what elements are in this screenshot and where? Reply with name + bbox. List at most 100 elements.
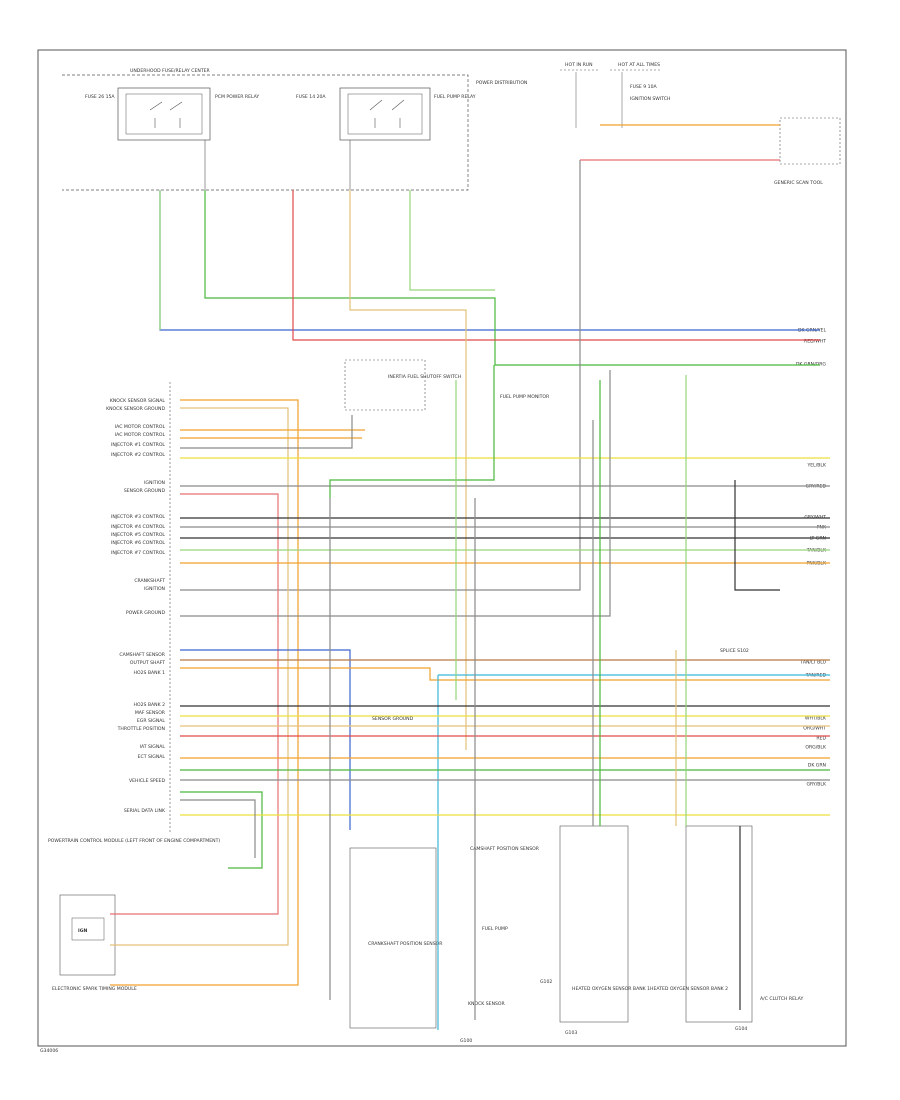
wire-tan-drop bbox=[349, 190, 467, 750]
pcm-pin-label: IAC MOTOR CONTROL bbox=[115, 424, 166, 430]
pcm-pin-label: INJECTOR #6 CONTROL bbox=[111, 540, 165, 546]
wire-green-ks bbox=[180, 791, 263, 869]
wire-pink-left bbox=[110, 493, 279, 915]
junction-b-label: HOT AT ALL TIMES bbox=[618, 62, 660, 68]
pcm-pin-label: INJECTOR #4 CONTROL bbox=[111, 524, 165, 530]
wire-gray-r6 bbox=[180, 370, 611, 617]
fuse-relay-center: UNDERHOOD FUSE/RELAY CENTER PCM POWER RE… bbox=[62, 68, 527, 191]
wire-orange-r8 bbox=[180, 667, 830, 681]
wire-label: DK GRN bbox=[808, 763, 826, 769]
pcm-label: POWERTRAIN CONTROL MODULE (LEFT FRONT OF… bbox=[48, 838, 220, 844]
pcm-pin-label: INJECTOR #5 CONTROL bbox=[111, 532, 165, 538]
sensor-ground-label: SENSOR GROUND bbox=[372, 716, 414, 722]
pcm-pin-label: IGNITION bbox=[144, 480, 165, 486]
relay-b-label: FUEL PUMP RELAY bbox=[434, 94, 476, 100]
wire-label: YEL/BLK bbox=[806, 463, 827, 469]
pcm-pin-label: EGR SIGNAL bbox=[137, 718, 166, 724]
pcm-pin-label: POWER GROUND bbox=[126, 610, 166, 616]
pcm-pin-label: INJECTOR #1 CONTROL bbox=[111, 442, 165, 448]
wires bbox=[110, 124, 830, 1030]
wire-gray-ks2 bbox=[180, 799, 256, 858]
ignition-switch-area: HOT IN RUN HOT AT ALL TIMES FUSE 9 10A I… bbox=[560, 62, 841, 186]
ground-label: G103 bbox=[565, 1030, 577, 1036]
crank-sensor-box bbox=[349, 847, 437, 1029]
wire-gray-inj1 bbox=[180, 415, 353, 449]
splice-label: SPLICE S102 bbox=[720, 648, 749, 654]
wire-black-ac bbox=[734, 480, 780, 591]
pcm-pin-label: INJECTOR #3 CONTROL bbox=[111, 514, 165, 520]
wire-tan-left bbox=[110, 407, 289, 946]
wire-gray-vert bbox=[180, 160, 581, 591]
ho2s-bank1-box bbox=[559, 825, 629, 1023]
pcm-pin-label: VEHICLE SPEED bbox=[129, 778, 165, 784]
pcm-pin-label: IGNITION bbox=[144, 586, 165, 592]
wire-label: RED/WHT bbox=[804, 339, 826, 345]
ground-label: G104 bbox=[735, 1026, 747, 1032]
fuse-note-label: FUSE 9 10A bbox=[630, 84, 658, 90]
pcm-pin-label: SENSOR GROUND bbox=[124, 488, 166, 494]
pcm-pin-label: MAF SENSOR bbox=[135, 710, 166, 716]
ground-label: G102 bbox=[540, 979, 552, 985]
pcm-pin-label: ECT SIGNAL bbox=[138, 754, 166, 760]
component-label: HEATED OXYGEN SENSOR BANK 1 bbox=[572, 986, 650, 992]
component-label: CRANKSHAFT POSITION SENSOR bbox=[368, 941, 443, 947]
ho2s-bank2-box bbox=[685, 825, 753, 1023]
pcm-pin-label: IAT SIGNAL bbox=[140, 744, 166, 750]
component-label: A/C CLUTCH RELAY bbox=[760, 996, 803, 1002]
wire-label: RED bbox=[816, 736, 826, 742]
spark-module-label: ELECTRONIC SPARK TIMING MODULE bbox=[52, 986, 137, 992]
wire-label: ORG/WHT bbox=[803, 726, 826, 732]
component-label: CAMSHAFT POSITION SENSOR bbox=[470, 846, 540, 852]
wire-blue-cam bbox=[180, 649, 351, 830]
pcm-pin-label: INJECTOR #7 CONTROL bbox=[111, 550, 165, 556]
footer-code: G34006 bbox=[40, 1048, 58, 1054]
fuse-a-label: FUSE 26 15A bbox=[85, 94, 115, 100]
spark-module-inner-label: IGN bbox=[78, 928, 87, 934]
wire-lgreen-drop bbox=[409, 190, 495, 291]
component-label: HEATED OXYGEN SENSOR BANK 2 bbox=[650, 986, 728, 992]
pcm-pin-label: SERIAL DATA LINK bbox=[124, 808, 166, 814]
wire-orange-left bbox=[110, 399, 299, 986]
wire-label: WHT/BLK bbox=[805, 716, 827, 722]
fuel-pump-relay-box bbox=[339, 87, 431, 141]
wire-red-top bbox=[292, 190, 820, 341]
relay-a-label: PCM POWER RELAY bbox=[215, 94, 259, 100]
pcm-pin-label: HO2S BANK 1 bbox=[134, 670, 166, 676]
pcm-pin-label: OUTPUT SHAFT bbox=[130, 660, 165, 666]
scan-tool-box bbox=[779, 117, 841, 165]
pcm-pin-label: KNOCK SENSOR SIGNAL bbox=[110, 398, 166, 404]
pcm-pin-label: THROTTLE POSITION bbox=[117, 726, 165, 732]
inertia-switch-label: INERTIA FUEL SHUTOFF SWITCH bbox=[388, 374, 461, 380]
wire-green-mid bbox=[329, 365, 495, 498]
scan-tool-label: GENERIC SCAN TOOL bbox=[774, 180, 823, 186]
pcm-pin-label: CAMSHAFT SENSOR bbox=[119, 652, 165, 658]
bottom-component-labels: CRANKSHAFT POSITION SENSOR CAMSHAFT POSIT… bbox=[368, 846, 803, 1007]
pcm-pin-label: CRANKSHAFT bbox=[134, 578, 165, 584]
pcm-pin-labels: KNOCK SENSOR SIGNAL KNOCK SENSOR GROUND IA… bbox=[106, 398, 166, 814]
component-label: FUEL PUMP bbox=[482, 926, 508, 932]
ignition-switch-label: IGNITION SWITCH bbox=[630, 96, 670, 102]
fuse-relay-center-label: UNDERHOOD FUSE/RELAY CENTER bbox=[130, 68, 211, 74]
component-label: KNOCK SENSOR bbox=[468, 1001, 506, 1007]
pcm-power-relay-box bbox=[117, 87, 211, 141]
diagram-frame bbox=[37, 49, 847, 1047]
spark-timing-module: IGN ELECTRONIC SPARK TIMING MODULE bbox=[52, 894, 137, 992]
wire-blue-top bbox=[159, 190, 820, 331]
pcm-pin-label: KNOCK SENSOR GROUND bbox=[106, 406, 165, 412]
pcm-pin-label: HO2S BANK 2 bbox=[134, 702, 166, 708]
pcm-pin-label: IAC MOTOR CONTROL bbox=[115, 432, 166, 438]
inertia-note-label: FUEL PUMP MONITOR bbox=[500, 394, 550, 400]
fuse-b-label: FUSE 14 20A bbox=[296, 94, 326, 100]
pcm-pin-label: INJECTOR #2 CONTROL bbox=[111, 452, 165, 458]
power-distribution-label: POWER DISTRIBUTION bbox=[476, 80, 527, 86]
wire-label: ORG/BLK bbox=[805, 745, 827, 751]
ground-label: G100 bbox=[460, 1038, 472, 1044]
inertia-switch: INERTIA FUEL SHUTOFF SWITCH FUEL PUMP MO… bbox=[344, 359, 550, 411]
wire-label: GRY/BLK bbox=[806, 782, 827, 788]
junction-a-label: HOT IN RUN bbox=[565, 62, 593, 68]
wire-green-top bbox=[204, 190, 820, 366]
